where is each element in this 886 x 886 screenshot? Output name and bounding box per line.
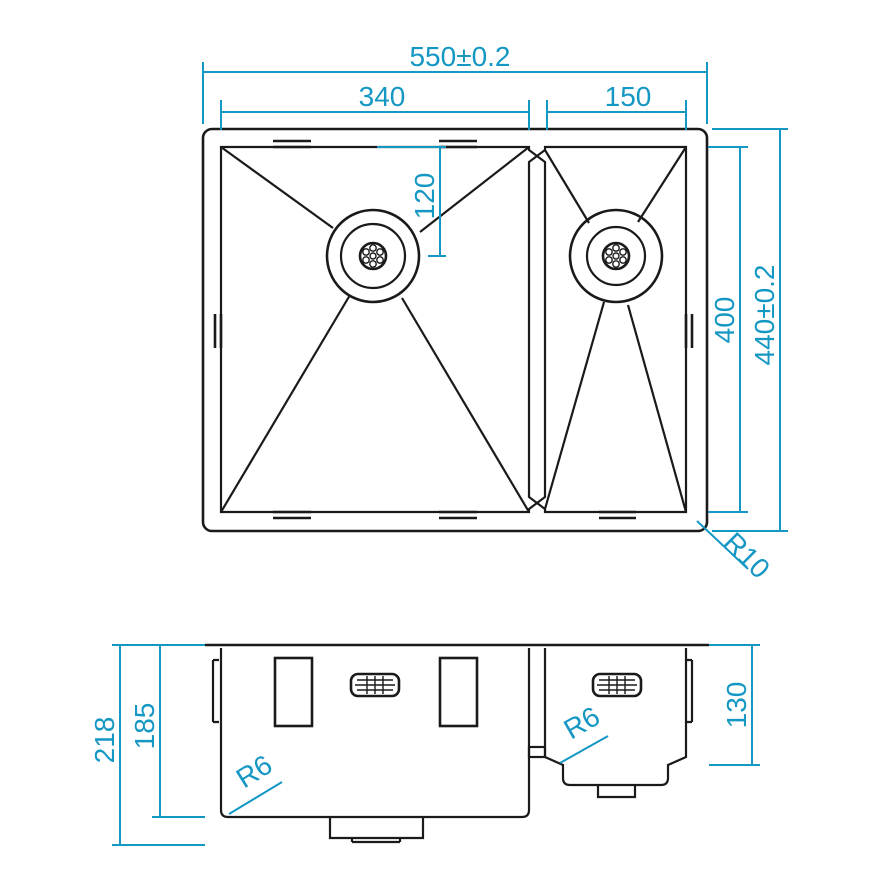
right-bowl-width-label: 150	[605, 81, 652, 112]
drain-strainer-icon	[601, 241, 631, 271]
dim-left-radius: R6	[228, 749, 283, 815]
corner-radius-label: R10	[718, 526, 776, 584]
total-height-label: 218	[89, 717, 120, 764]
overall-width-label: 550±0.2	[409, 41, 510, 72]
left-drain	[325, 208, 421, 304]
dim-left-bowl-height: 185	[129, 645, 205, 818]
dim-total-height: 218	[89, 644, 205, 846]
side-view: 218 185 130 R6 R6	[89, 643, 760, 846]
overflow-grille-icon	[349, 672, 401, 698]
sink-outer-flange	[201, 127, 709, 533]
overflow-grille-icon	[591, 672, 643, 698]
bowl-depth-label: 400	[709, 297, 740, 344]
dim-right-bowl-width: 150	[546, 81, 687, 130]
dim-right-bowl-height: 130	[709, 644, 760, 766]
left-bowl-width-label: 340	[359, 81, 406, 112]
mounting-bracket	[438, 656, 479, 728]
dim-drain-offset: 120	[377, 146, 446, 257]
left-radius-label: R6	[231, 749, 278, 794]
right-drain	[568, 208, 664, 304]
drain-offset-label: 120	[409, 173, 440, 220]
bowl-divider-joint	[527, 745, 547, 759]
overall-depth-label: 440±0.2	[749, 264, 780, 365]
left-bowl-profile	[211, 648, 531, 844]
right-bowl-height-label: 130	[721, 682, 752, 729]
mounting-bracket	[273, 656, 314, 728]
dim-overall-depth: 440±0.2	[712, 128, 788, 532]
right-bowl	[535, 145, 694, 520]
dim-overall-width: 550±0.2	[202, 41, 708, 124]
right-radius-label: R6	[559, 700, 606, 745]
drain-strainer-icon	[358, 241, 388, 271]
top-view: 550±0.2 340 150 120 400	[201, 41, 788, 585]
left-bowl	[213, 139, 539, 520]
right-bowl-profile	[543, 648, 694, 799]
dim-bowl-depth: 400	[708, 146, 748, 513]
dim-right-radius: R6	[559, 700, 609, 764]
dim-left-bowl-width: 340	[220, 81, 530, 130]
left-bowl-height-label: 185	[129, 703, 160, 750]
